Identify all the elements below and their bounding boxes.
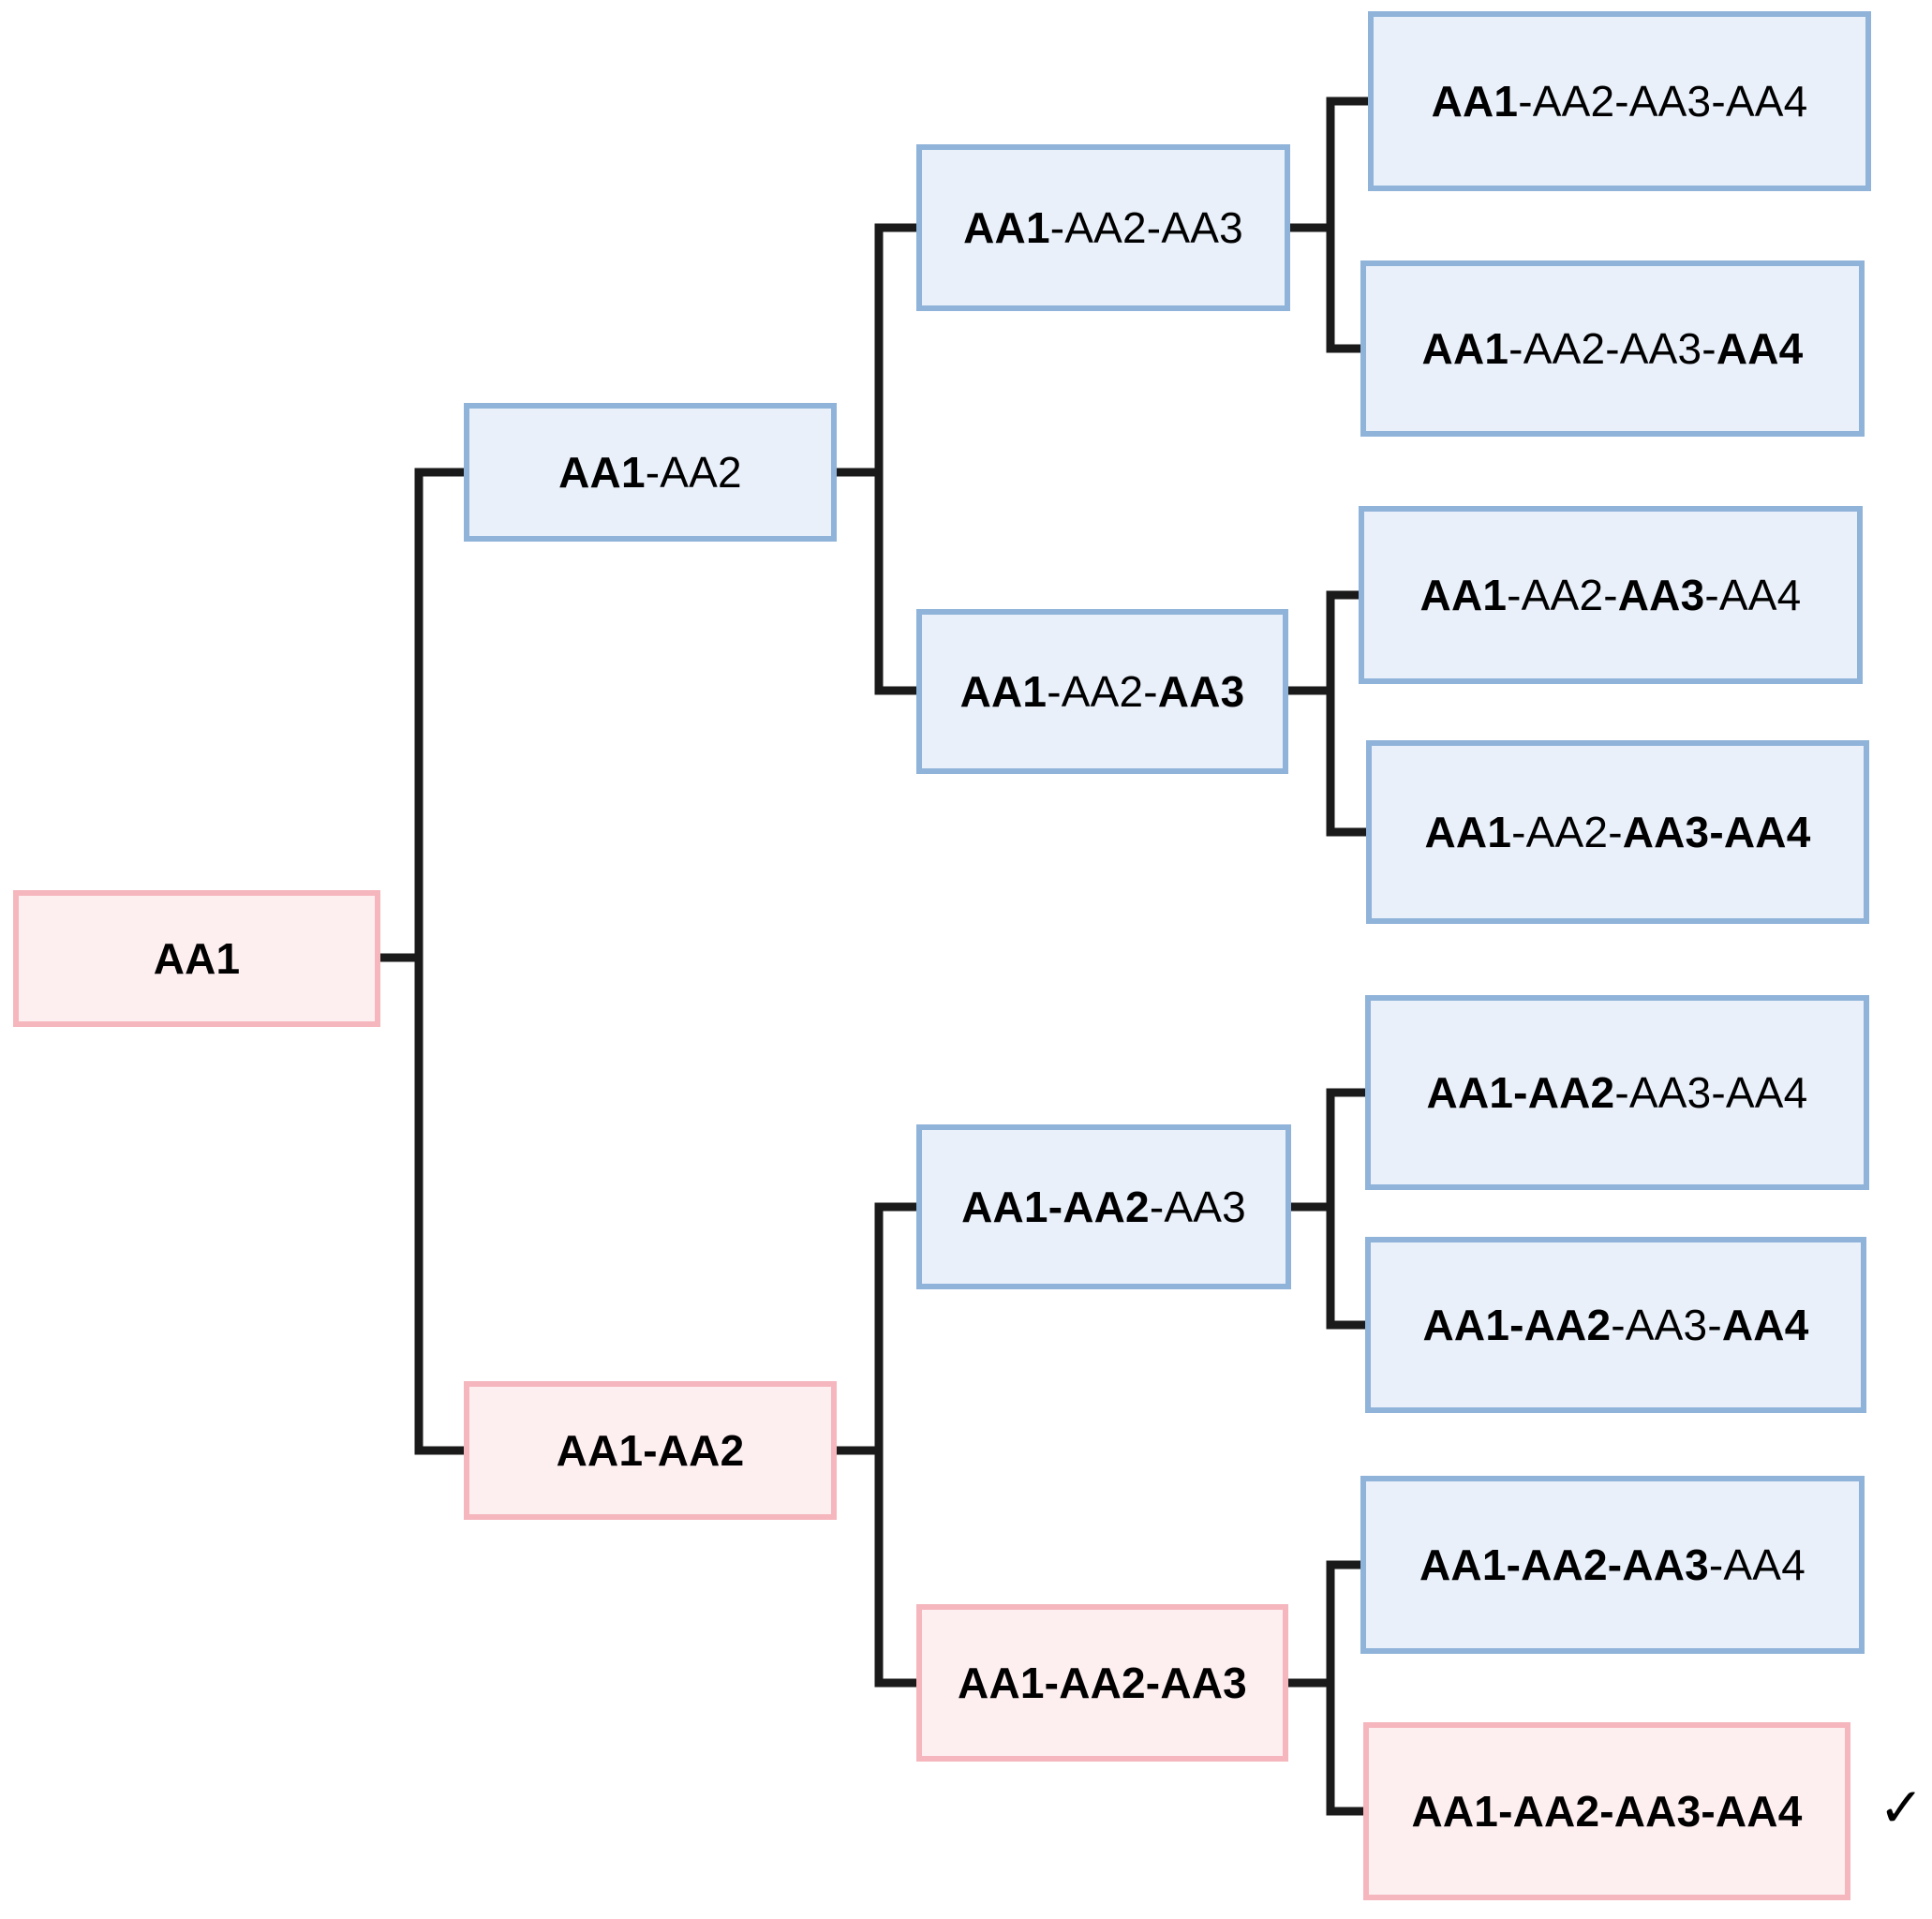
node-label-segment: AA1-AA2-AA3 (1419, 1540, 1709, 1589)
edge-sub4-leaf8 (1326, 1683, 1368, 1816)
node-sub4[interactable]: AA1-AA2-AA3 (916, 1604, 1288, 1762)
node-label-segment: AA1 (963, 203, 1050, 252)
node-leaf6[interactable]: AA1-AA2-AA3-AA4 (1365, 1237, 1866, 1413)
node-label-segment: -AA2- (1511, 808, 1623, 856)
node-label: AA1-AA2-AA3-AA4 (1425, 807, 1811, 857)
node-label-segment: AA3-AA4 (1622, 808, 1811, 856)
node-leaf5[interactable]: AA1-AA2-AA3-AA4 (1365, 995, 1869, 1190)
node-label-segment: -AA4 (1708, 1540, 1806, 1589)
node-label: AA1 (154, 933, 241, 984)
node-label-segment: AA1-AA2-AA3 (958, 1659, 1247, 1707)
node-leaf2[interactable]: AA1-AA2-AA3-AA4 (1360, 260, 1865, 437)
edge-sub3-leaf6 (1326, 1207, 1368, 1330)
edge-sub3-leaf5 (1326, 1088, 1368, 1207)
node-label: AA1-AA2-AA3-AA4 (1419, 1540, 1806, 1590)
edge-branch1-sub2 (874, 472, 916, 695)
edge-sub2-leaf4 (1326, 691, 1368, 837)
node-label-segment: AA1-AA2-AA3-AA4 (1411, 1787, 1803, 1836)
check-mark-icon: ✓ (1879, 1776, 1925, 1839)
node-label: AA1-AA2-AA3 (963, 202, 1243, 253)
node-label-segment: AA1 (1424, 808, 1512, 856)
edge-branch2-sub4 (874, 1450, 916, 1688)
node-label: AA1-AA2-AA3-AA4 (1427, 1067, 1808, 1118)
node-leaf7[interactable]: AA1-AA2-AA3-AA4 (1360, 1476, 1865, 1654)
node-label-segment: -AA2-AA3-AA4 (1518, 77, 1808, 126)
node-label: AA1-AA2-AA3-AA4 (1420, 570, 1802, 620)
edge-branch2-sub3 (874, 1202, 916, 1450)
node-label-segment: AA1-AA2 (1422, 1301, 1612, 1349)
node-leaf1[interactable]: AA1-AA2-AA3-AA4 (1368, 11, 1871, 191)
node-sub2[interactable]: AA1-AA2-AA3 (916, 609, 1288, 774)
node-branch2[interactable]: AA1-AA2 (464, 1381, 837, 1520)
edge-sub1-leaf1 (1326, 97, 1368, 228)
node-root[interactable]: AA1 (13, 890, 380, 1027)
node-label-segment: AA1-AA2 (1426, 1068, 1615, 1117)
node-label: AA1-AA2-AA3-AA4 (1422, 323, 1804, 374)
node-branch1[interactable]: AA1-AA2 (464, 403, 837, 542)
node-label-segment: AA1 (959, 667, 1048, 716)
node-leaf3[interactable]: AA1-AA2-AA3-AA4 (1359, 506, 1863, 684)
node-label: AA1-AA2-AA3 (961, 1182, 1246, 1232)
node-label: AA1-AA2 (558, 447, 742, 498)
node-sub3[interactable]: AA1-AA2-AA3 (916, 1124, 1291, 1289)
node-label-segment: AA1-AA2 (556, 1426, 745, 1475)
node-label: AA1-AA2-AA3-AA4 (1411, 1786, 1802, 1837)
node-label-segment: -AA2-AA3 (1049, 203, 1243, 252)
edge-branch1-sub1 (874, 223, 916, 472)
node-label-segment: -AA3- (1611, 1301, 1722, 1349)
node-sub1[interactable]: AA1-AA2-AA3 (916, 144, 1290, 311)
node-label-segment: AA1 (153, 934, 241, 983)
node-label-segment: AA1-AA2 (961, 1183, 1150, 1231)
node-label-segment: -AA3 (1149, 1183, 1246, 1231)
node-label-segment: AA3 (1157, 667, 1245, 716)
node-label-segment: AA1 (558, 448, 646, 497)
node-label: AA1-AA2-AA3 (958, 1658, 1247, 1708)
node-label-segment: -AA3-AA4 (1614, 1068, 1808, 1117)
node-label-segment: AA1 (1421, 324, 1509, 373)
node-label-segment: AA3 (1617, 571, 1705, 619)
edge-root-branch2 (414, 958, 464, 1455)
node-label: AA1-AA2-AA3-AA4 (1423, 1300, 1809, 1350)
node-label: AA1-AA2-AA3 (960, 666, 1245, 717)
node-leaf4[interactable]: AA1-AA2-AA3-AA4 (1366, 740, 1869, 924)
node-label-segment: -AA4 (1704, 571, 1802, 619)
node-label-segment: AA4 (1721, 1301, 1809, 1349)
node-label-segment: -AA2 (645, 448, 742, 497)
node-label: AA1-AA2-AA3-AA4 (1432, 76, 1808, 126)
edge-root-branch1 (414, 468, 464, 958)
node-label-segment: AA4 (1716, 324, 1804, 373)
node-label-segment: -AA2- (1047, 667, 1158, 716)
node-label-segment: -AA2- (1507, 571, 1618, 619)
node-label-segment: AA1 (1431, 77, 1519, 126)
node-label-segment: AA1 (1419, 571, 1508, 619)
node-label: AA1-AA2 (557, 1425, 745, 1476)
node-label-segment: -AA2-AA3- (1508, 324, 1717, 373)
node-leaf8[interactable]: AA1-AA2-AA3-AA4 (1363, 1722, 1850, 1900)
